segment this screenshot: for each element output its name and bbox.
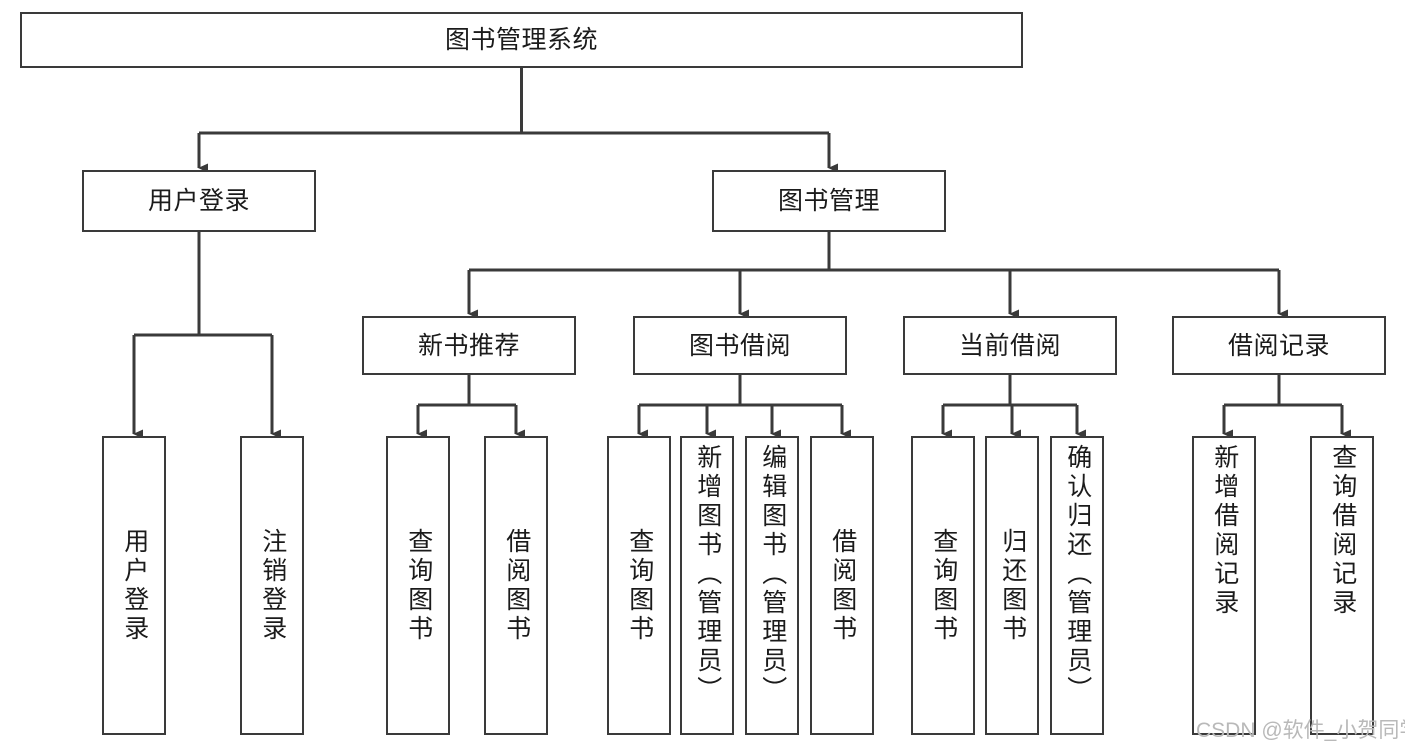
node-nbr-borrow-book[interactable]: 借阅图书: [484, 436, 548, 735]
csdn-watermark: CSDN @软件_小贺同学: [1196, 719, 1405, 742]
node-label-borrow-record: 借阅记录: [1227, 331, 1330, 360]
node-label-book-borrow: 图书借阅: [688, 331, 791, 360]
node-bb-edit-book[interactable]: 编辑图书（管理员）: [745, 436, 799, 735]
node-label-nbr-borrow-book: 借阅图书: [502, 527, 531, 644]
node-label-cb-confirm-return: 确认归还（管理员）: [1063, 444, 1092, 705]
node-bb-query-book[interactable]: 查询图书: [607, 436, 671, 735]
node-cb-confirm-return[interactable]: 确认归还（管理员）: [1050, 436, 1104, 735]
node-nbr-query-book[interactable]: 查询图书: [386, 436, 450, 735]
node-label-nbr-query-book: 查询图书: [404, 527, 433, 644]
node-cb-return-book[interactable]: 归还图书: [985, 436, 1039, 735]
node-user-logout[interactable]: 注销登录: [240, 436, 304, 735]
node-label-br-query-record: 查询借阅记录: [1328, 444, 1357, 618]
node-root[interactable]: 图书管理系统: [20, 12, 1023, 68]
node-bb-add-book[interactable]: 新增图书（管理员）: [680, 436, 734, 735]
node-label-bb-add-book: 新增图书（管理员）: [693, 444, 722, 705]
node-bb-borrow-book[interactable]: 借阅图书: [810, 436, 874, 735]
node-user-login-do[interactable]: 用户登录: [102, 436, 166, 735]
node-book-borrow[interactable]: 图书借阅: [633, 316, 847, 375]
node-cb-query-book[interactable]: 查询图书: [911, 436, 975, 735]
node-borrow-record[interactable]: 借阅记录: [1172, 316, 1386, 375]
node-label-new-book-rec: 新书推荐: [417, 331, 520, 360]
node-label-bb-borrow-book: 借阅图书: [828, 527, 857, 644]
node-label-user-login: 用户登录: [147, 187, 250, 215]
node-br-query-record[interactable]: 查询借阅记录: [1310, 436, 1374, 735]
node-user-login[interactable]: 用户登录: [82, 170, 316, 232]
tree-connectors: [132, 68, 1351, 439]
node-br-add-record[interactable]: 新增借阅记录: [1192, 436, 1256, 735]
node-label-bb-query-book: 查询图书: [625, 527, 654, 644]
node-label-root: 图书管理系统: [444, 26, 598, 54]
node-current-borrow[interactable]: 当前借阅: [903, 316, 1117, 375]
node-label-cb-return-book: 归还图书: [998, 527, 1027, 644]
node-new-book-rec[interactable]: 新书推荐: [362, 316, 576, 375]
node-label-book-manage: 图书管理: [777, 187, 880, 215]
node-label-cb-query-book: 查询图书: [929, 527, 958, 644]
node-label-user-logout: 注销登录: [258, 527, 287, 644]
node-label-bb-edit-book: 编辑图书（管理员）: [758, 444, 787, 705]
node-book-manage[interactable]: 图书管理: [712, 170, 946, 232]
node-label-user-login-do: 用户登录: [120, 527, 149, 644]
node-label-current-borrow: 当前借阅: [958, 331, 1061, 360]
node-label-br-add-record: 新增借阅记录: [1210, 444, 1239, 618]
